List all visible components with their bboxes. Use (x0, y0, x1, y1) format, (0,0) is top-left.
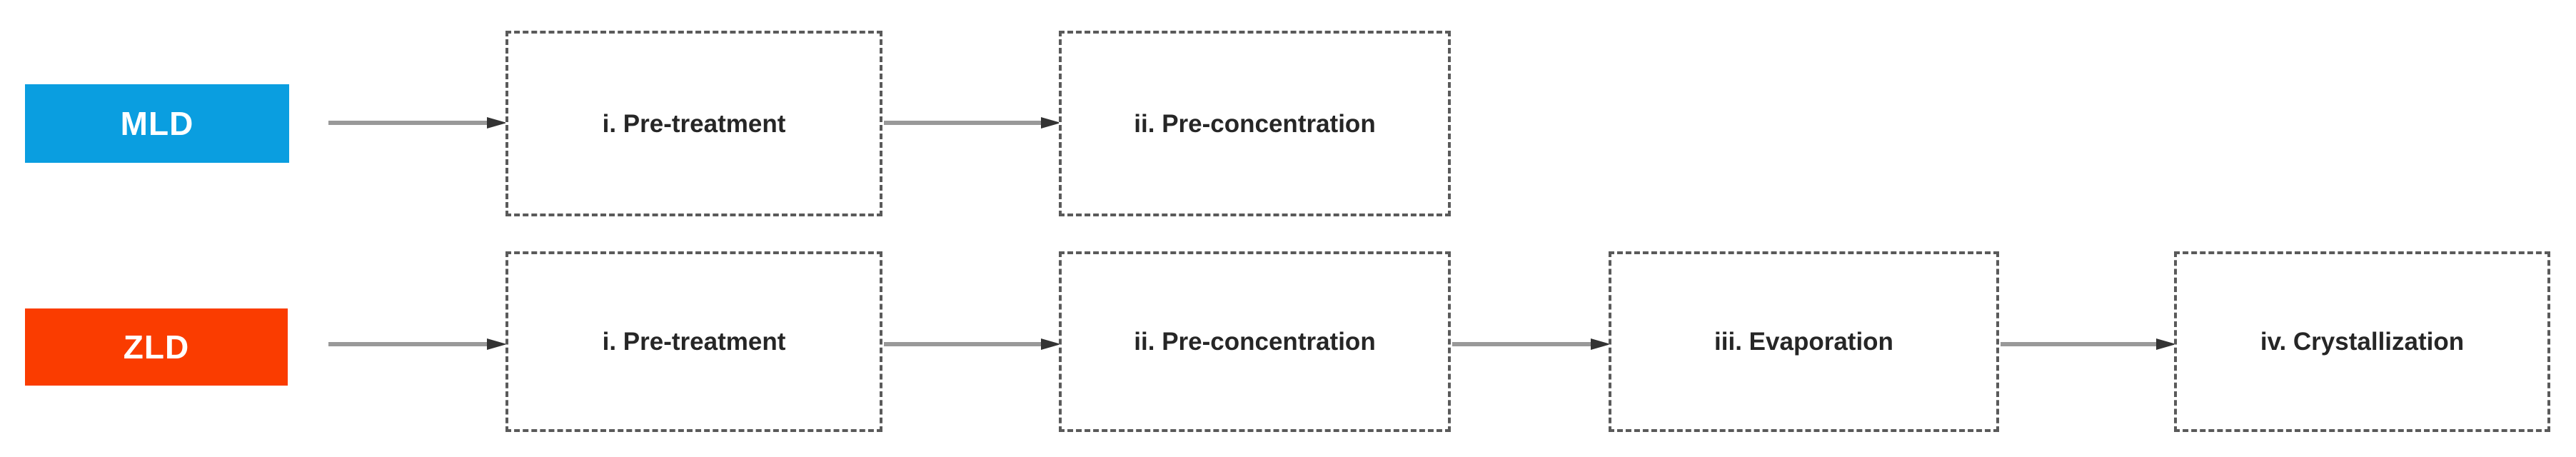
process-box-zld-evaporation[interactable]: iii. Evaporation (1609, 251, 1999, 432)
badge-mld[interactable]: MLD (25, 84, 289, 163)
arrow-mld-step1-to-step2 (884, 116, 1061, 130)
process-box-label: i. Pre-treatment (602, 328, 786, 356)
process-box-zld-pre-treatment[interactable]: i. Pre-treatment (505, 251, 882, 432)
process-box-label: ii. Pre-concentration (1134, 328, 1376, 356)
arrow-zld-badge-to-step1 (328, 337, 507, 351)
arrow-mld-badge-to-step1 (328, 116, 507, 130)
process-box-mld-pre-treatment[interactable]: i. Pre-treatment (505, 31, 882, 216)
arrow-zld-step1-to-step2 (884, 337, 1061, 351)
arrow-zld-step3-to-step4 (2001, 337, 2176, 351)
process-box-label: iii. Evaporation (1714, 328, 1893, 356)
process-box-zld-crystallization[interactable]: iv. Crystallization (2174, 251, 2550, 432)
arrow-zld-step2-to-step3 (1452, 337, 1611, 351)
process-box-mld-pre-concentration[interactable]: ii. Pre-concentration (1059, 31, 1451, 216)
process-box-zld-pre-concentration[interactable]: ii. Pre-concentration (1059, 251, 1451, 432)
process-box-label: i. Pre-treatment (602, 109, 786, 138)
badge-zld[interactable]: ZLD (25, 308, 288, 386)
process-box-label: ii. Pre-concentration (1134, 109, 1376, 138)
process-box-label: iv. Crystallization (2260, 328, 2465, 356)
